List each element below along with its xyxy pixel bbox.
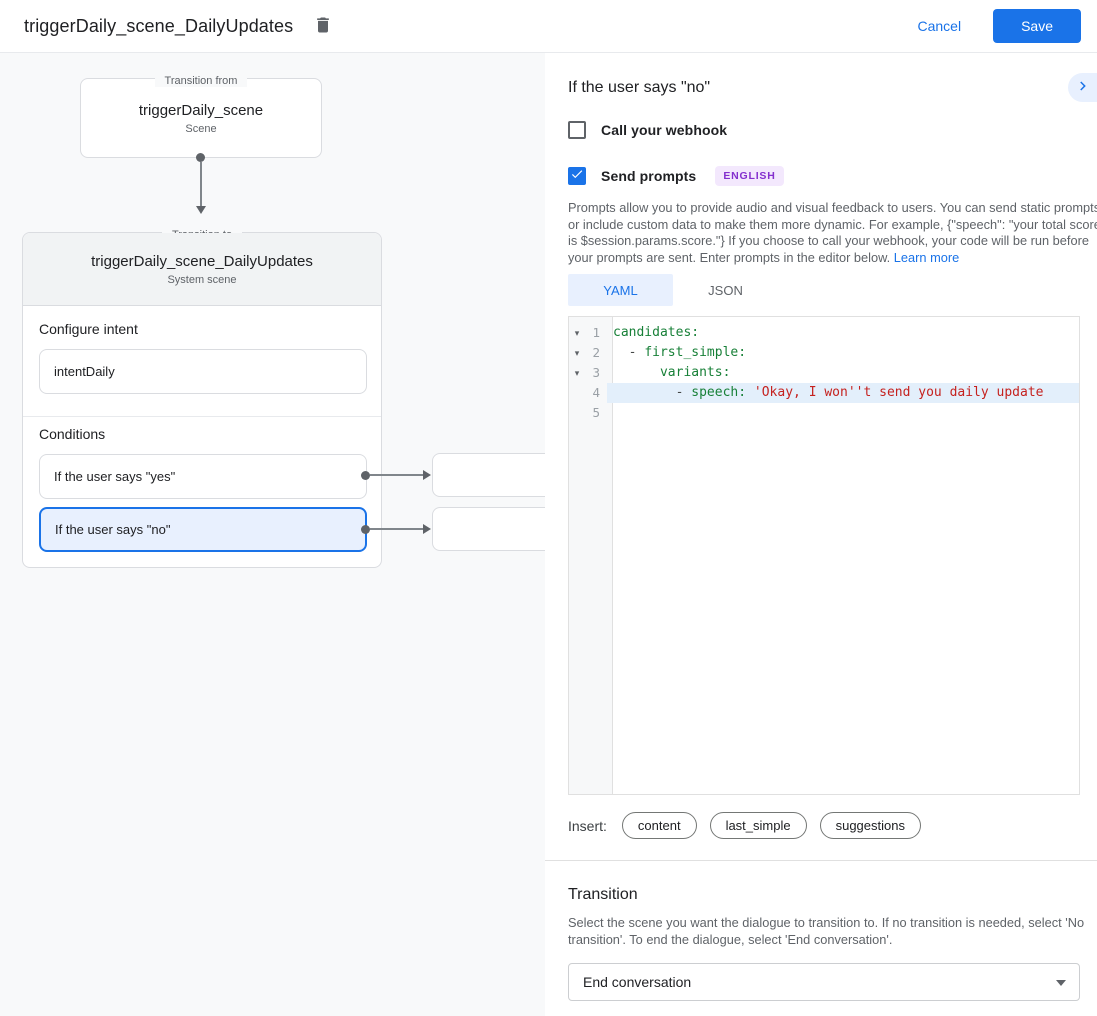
line-code: - speech: 'Okay, I won''t send you daily…	[607, 383, 1079, 403]
line-code	[607, 403, 1079, 423]
from-scene-title: triggerDaily_scene	[138, 101, 264, 119]
fold-arrow-icon[interactable]: ▾	[574, 348, 580, 358]
condition-item-no[interactable]: If the user says "no"	[39, 507, 367, 552]
line-number: 3	[592, 365, 600, 380]
collapse-panel-button[interactable]	[1068, 73, 1097, 102]
editor-lines: ▾ 1 candidates: ▾ 2 - first_simple: ▾ 3 varian…	[569, 317, 1079, 423]
fold-spacer	[569, 403, 585, 423]
fold-arrow-icon[interactable]: ▾	[574, 368, 580, 378]
condition-yes-arrowhead-icon	[423, 470, 431, 480]
condition-editor-panel: If the user says "no" Call your webhook …	[545, 53, 1097, 1016]
trash-icon	[313, 15, 333, 38]
yaml-code-editor[interactable]: ▾ 1 candidates: ▾ 2 - first_simple: ▾ 3 varian…	[568, 316, 1080, 795]
panel-title: If the user says "no"	[568, 79, 711, 96]
connector-line	[200, 162, 202, 206]
insert-label: Insert:	[568, 817, 607, 834]
line-number: 1	[592, 325, 600, 340]
editor-tabs: YAML JSON	[568, 274, 1080, 306]
condition-no-port-dot	[361, 525, 370, 534]
condition-no-target-node[interactable]	[432, 507, 545, 551]
editor-line-1[interactable]: ▾ 1 candidates:	[569, 323, 1079, 343]
dropdown-caret-icon	[1056, 980, 1066, 986]
delete-button[interactable]	[307, 10, 339, 42]
transition-description: Select the scene you want the dialogue t…	[568, 915, 1085, 947]
editor-gutter	[569, 317, 613, 794]
line-number: 5	[592, 405, 600, 420]
condition-yes-target-node[interactable]	[432, 453, 545, 497]
connector-arrowhead-icon	[196, 206, 206, 214]
send-prompts-checkbox[interactable]	[568, 167, 586, 185]
editor-line-4[interactable]: 4 - speech: 'Okay, I won''t send you dai…	[569, 383, 1079, 403]
insert-chip-content[interactable]: content	[621, 812, 697, 839]
transition-section-title: Transition	[568, 886, 638, 903]
condition-yes-port-dot	[361, 471, 370, 480]
to-scene-header[interactable]: triggerDaily_scene_DailyUpdates System s…	[23, 233, 381, 306]
line-code: candidates:	[613, 325, 700, 340]
tab-json[interactable]: JSON	[708, 282, 743, 298]
condition-no-arrow-line	[370, 528, 423, 530]
call-webhook-label: Call your webhook	[601, 122, 728, 138]
condition-no-arrowhead-icon	[423, 524, 431, 534]
checkmark-icon	[570, 167, 584, 186]
editor-line-5[interactable]: 5	[569, 403, 1079, 423]
transition-from-node[interactable]: Transition from triggerDaily_scene Scene	[80, 75, 322, 158]
line-number: 2	[592, 345, 600, 360]
save-button[interactable]: Save	[993, 9, 1081, 43]
condition-item-yes[interactable]: If the user says "yes"	[39, 454, 367, 499]
to-scene-subtitle: System scene	[167, 273, 237, 286]
prompts-description: Prompts allow you to provide audio and v…	[568, 200, 1097, 265]
cancel-button[interactable]: Cancel	[901, 10, 977, 42]
transition-select[interactable]: End conversation	[568, 963, 1080, 1001]
language-badge: ENGLISH	[715, 166, 784, 186]
fold-spacer	[569, 383, 585, 403]
tab-yaml[interactable]: YAML	[568, 274, 673, 306]
connector-dot	[196, 153, 205, 162]
insert-chip-last-simple[interactable]: last_simple	[709, 812, 807, 839]
fold-arrow-icon[interactable]: ▾	[574, 328, 580, 338]
to-scene-title: triggerDaily_scene_DailyUpdates	[91, 252, 313, 270]
from-scene-subtitle: Scene	[185, 122, 217, 135]
editor-line-2[interactable]: ▾ 2 - first_simple:	[569, 343, 1079, 363]
editor-line-3[interactable]: ▾ 3 variants:	[569, 363, 1079, 383]
condition-yes-arrow-line	[370, 474, 423, 476]
intent-item[interactable]: intentDaily	[39, 349, 367, 394]
section-divider	[545, 860, 1097, 861]
scene-diagram-canvas: Transition from triggerDaily_scene Scene…	[0, 53, 545, 1016]
insert-toolbar: Insert: content last_simple suggestions	[568, 812, 1080, 839]
line-code: variants:	[659, 365, 731, 380]
line-number: 4	[592, 385, 600, 400]
conditions-label: Conditions	[39, 426, 106, 442]
learn-more-link[interactable]: Learn more	[893, 249, 960, 265]
page-title: triggerDaily_scene_DailyUpdates	[24, 15, 294, 36]
card-divider	[23, 416, 381, 417]
insert-chip-suggestions[interactable]: suggestions	[819, 812, 921, 839]
top-bar: triggerDaily_scene_DailyUpdates Cancel S…	[0, 0, 1097, 53]
chevron-right-icon	[1074, 77, 1092, 98]
configure-intent-label: Configure intent	[39, 321, 138, 337]
call-webhook-checkbox[interactable]	[568, 121, 586, 139]
line-code: - first_simple:	[613, 345, 747, 360]
transition-select-value: End conversation	[583, 974, 692, 990]
transition-to-card: Transition to triggerDaily_scene_DailyUp…	[22, 229, 382, 568]
send-prompts-label: Send prompts	[601, 168, 697, 184]
